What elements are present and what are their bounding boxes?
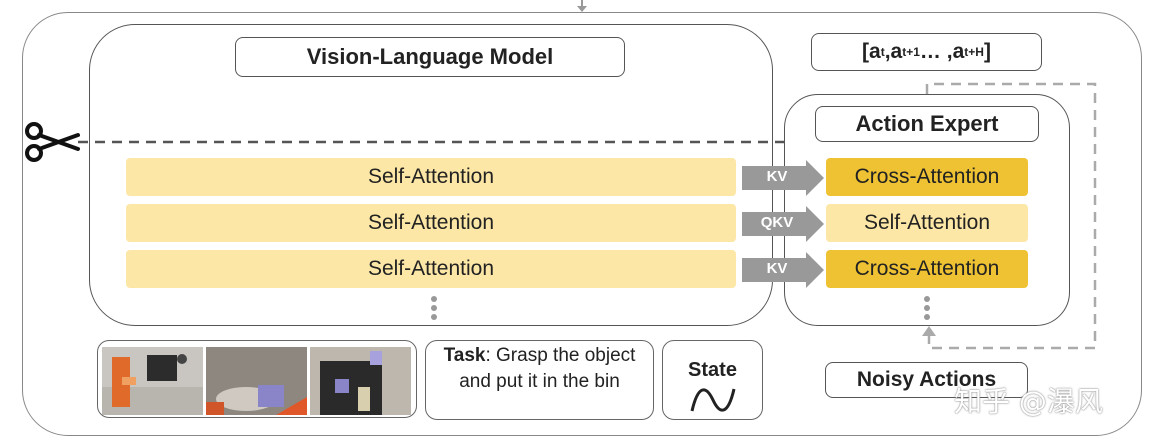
- kv-connectors: [742, 160, 824, 288]
- sine-wave-icon: [690, 388, 736, 412]
- noisy-actions-box: Noisy Actions: [825, 362, 1028, 398]
- output-sub-3: t+H: [964, 45, 984, 59]
- action-expert-title: Action Expert: [815, 106, 1039, 142]
- output-mid-1: ,a: [884, 40, 903, 63]
- output-sub-1: t: [880, 45, 885, 59]
- connector-arrow-3: [742, 252, 824, 288]
- camera-image-2: [206, 347, 307, 415]
- connector-arrow-1: [742, 160, 824, 196]
- scissors-icon: [25, 122, 80, 162]
- watermark: 知乎 @瀑风: [954, 385, 1103, 418]
- vlm-layer-3: Self-Attention: [126, 250, 736, 288]
- output-sub-2: t+1: [902, 45, 920, 59]
- vlm-more-layers-icon: [431, 296, 437, 323]
- task-text: : Grasp the object and put it in the bin: [459, 345, 636, 392]
- output-prefix: [a: [862, 40, 881, 63]
- state-box: State: [662, 340, 763, 420]
- output-suffix: ]: [983, 40, 991, 63]
- task-label: Task: [443, 345, 486, 366]
- connector-arrow-2: [742, 206, 824, 242]
- vlm-title: Vision-Language Model: [235, 37, 625, 77]
- ae-layer-3: Cross-Attention: [826, 250, 1028, 288]
- ae-more-layers-icon: [924, 296, 930, 323]
- connector-label-2: QKV: [760, 214, 794, 231]
- connector-label-3: KV: [766, 260, 788, 277]
- ae-layer-2: Self-Attention: [826, 204, 1028, 242]
- output-mid-2: … ,a: [919, 40, 965, 63]
- task-box: Task: Grasp the object and put it in the…: [425, 340, 654, 420]
- camera-image-1: [102, 347, 203, 415]
- vlm-layer-1: Self-Attention: [126, 158, 736, 196]
- image-inputs: [97, 340, 417, 418]
- connector-label-1: KV: [766, 168, 788, 185]
- ae-layer-1: Cross-Attention: [826, 158, 1028, 196]
- vlm-layer-2: Self-Attention: [126, 204, 736, 242]
- camera-image-3: [310, 347, 411, 415]
- state-label: State: [688, 359, 737, 381]
- top-arrow-icon: [577, 0, 587, 12]
